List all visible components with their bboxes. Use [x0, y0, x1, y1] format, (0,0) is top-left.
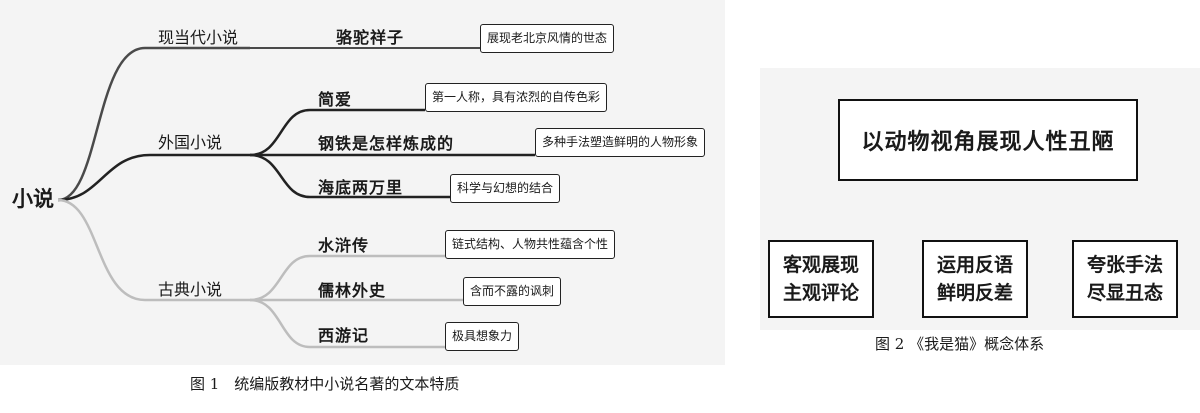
concept-leaf-box: 夸张手法 尽显丑态	[1072, 240, 1178, 318]
leaf-line: 鲜明反差	[936, 282, 1013, 304]
root-node: 小说	[12, 187, 54, 211]
figure1-caption: 图 1 统编版教材中小说名著的文本特质	[190, 375, 460, 393]
book-description-box: 多种手法塑造鲜明的人物形象	[535, 128, 706, 157]
book-description-box: 链式结构、人物共性蕴含个性	[445, 230, 616, 259]
book-description-box: 科学与幻想的结合	[450, 174, 561, 203]
leaf-line: 主观评论	[782, 282, 859, 304]
concept-top-box: 以动物视角展现人性丑陋	[838, 99, 1138, 181]
leaf-line: 夸张手法	[1086, 254, 1163, 276]
leaf-line: 尽显丑态	[1086, 282, 1163, 304]
category-foreign-fiction: 外国小说	[158, 133, 223, 152]
leaf-line: 运用反语	[936, 254, 1013, 276]
book-label: 水浒传	[318, 236, 370, 255]
book-description-box: 展现老北京风情的世态	[480, 24, 615, 53]
leaf-line: 客观展现	[782, 254, 859, 276]
category-modern-fiction: 现当代小说	[158, 28, 239, 47]
book-description-box: 含而不露的讽刺	[463, 277, 562, 306]
figure2-caption: 图 2 《我是猫》概念体系	[875, 335, 1045, 353]
book-description-box: 极具想象力	[445, 322, 520, 351]
book-description-box: 第一人称，具有浓烈的自传色彩	[425, 83, 608, 112]
book-label: 简爱	[318, 90, 353, 109]
concept-leaf-box: 客观展现 主观评论	[768, 240, 874, 318]
book-label: 钢铁是怎样炼成的	[318, 134, 455, 153]
book-label: 骆驼祥子	[336, 28, 405, 47]
book-label: 儒林外史	[318, 281, 387, 300]
concept-leaf-box: 运用反语 鲜明反差	[922, 240, 1028, 318]
book-label: 西游记	[318, 326, 370, 345]
category-classical-fiction: 古典小说	[158, 280, 223, 299]
book-label: 海底两万里	[318, 178, 404, 197]
